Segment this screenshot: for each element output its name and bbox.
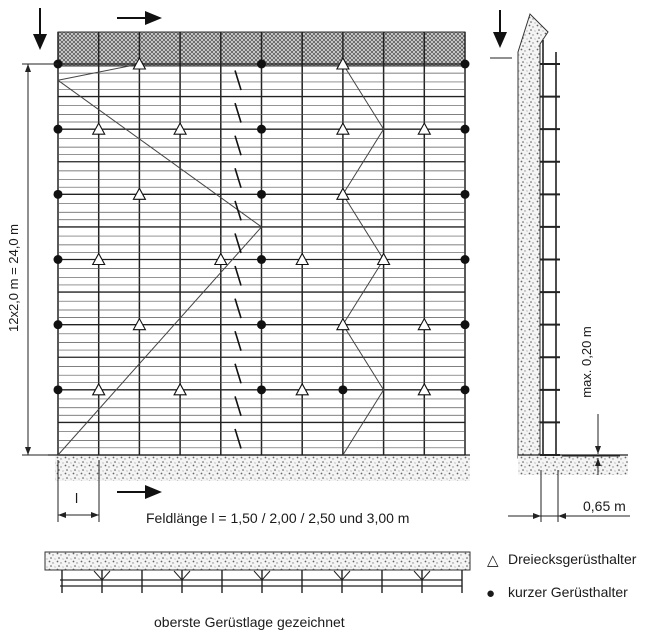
short-anchor-marker — [257, 59, 266, 69]
triangle-anchor-marker — [295, 382, 310, 396]
diagonal-brace — [57, 226, 262, 456]
field-length-caption: Feldlänge l = 1,50 / 2,00 / 2,50 und 3,0… — [146, 510, 409, 526]
triangle-anchor-marker — [173, 382, 188, 396]
triangle-anchor-marker — [335, 187, 350, 200]
short-anchor-marker — [338, 385, 348, 395]
ladder-mark — [234, 102, 242, 123]
short-anchor-marker — [257, 189, 266, 199]
short-anchor-marker — [460, 385, 470, 395]
plan-wall-strip — [44, 551, 471, 571]
short-anchor-marker — [460, 320, 470, 330]
triangle-anchor-marker — [132, 56, 147, 70]
plan-bracket — [253, 570, 271, 581]
triangle-anchor-marker — [91, 252, 106, 266]
diagonal-brace — [342, 63, 385, 130]
triangle-anchor-marker — [213, 252, 228, 266]
height-dimension — [22, 63, 58, 456]
legend-circle-label: kurzer Gerüsthalter — [508, 584, 628, 600]
triangle-anchor-marker — [173, 122, 188, 135]
legend-triangle-label: Dreiecksgerüsthalter — [508, 551, 637, 567]
triangle-anchor-marker — [376, 252, 391, 266]
plan-bracket — [93, 570, 111, 581]
top-layer-plan — [44, 551, 471, 593]
triangle-anchor-marker — [417, 122, 432, 135]
short-anchor-marker — [257, 385, 266, 395]
ladder-mark — [234, 330, 242, 351]
top-arrow-right — [117, 11, 162, 25]
short-anchor-marker — [257, 320, 266, 330]
triangle-anchor-marker — [132, 317, 147, 331]
ladder-mark — [234, 298, 242, 319]
height-dimension-label: 12x2,0 m = 24,0 m — [6, 224, 21, 332]
triangle-anchor-marker — [335, 317, 350, 331]
ladder-mark — [234, 265, 242, 286]
plan-ties — [61, 570, 463, 593]
wall-distance-label: 0,65 m — [583, 498, 626, 514]
legend-circle-icon: ● — [486, 585, 495, 602]
ground-strip — [55, 455, 470, 481]
diagonal-brace — [342, 128, 385, 195]
top-arrow-down — [33, 8, 47, 50]
front-elevation — [48, 31, 470, 481]
diagonal-brace — [342, 324, 385, 391]
short-anchor-marker — [460, 189, 470, 199]
triangle-anchor-marker — [335, 122, 350, 135]
side-ground — [518, 455, 628, 475]
triangle-anchor-marker — [335, 56, 350, 70]
ladder-mark — [234, 70, 242, 91]
short-anchor-marker — [53, 189, 63, 199]
short-anchor-marker — [460, 255, 470, 264]
plan-bracket — [333, 570, 351, 581]
short-anchor-marker — [257, 124, 266, 134]
ladder-mark — [234, 200, 242, 221]
triangle-anchor-marker — [91, 382, 106, 396]
short-anchor-marker — [460, 124, 470, 134]
diagonal-brace — [342, 389, 385, 456]
triangle-anchor-marker — [295, 252, 310, 266]
plan-bracket — [413, 570, 431, 581]
diagonal-brace — [57, 63, 140, 81]
triangle-anchor-marker — [417, 317, 432, 331]
side-ledgers — [540, 63, 560, 456]
bottom-arrow-right — [117, 485, 162, 499]
short-anchor-marker — [53, 255, 63, 264]
short-anchor-marker — [257, 255, 266, 264]
anchor-markers — [53, 56, 470, 396]
short-anchor-marker — [53, 385, 63, 395]
plan-bracket — [173, 570, 191, 581]
ladder-mark — [234, 168, 242, 189]
short-anchor-marker — [53, 124, 63, 134]
diagonal-brace — [342, 194, 385, 260]
ladder-mark — [234, 396, 242, 417]
diagonal-brace — [342, 259, 385, 325]
legend-triangle-icon: △ — [487, 552, 499, 569]
triangle-anchor-marker — [132, 187, 147, 200]
ladder-mark — [234, 428, 242, 449]
ladder-mark — [234, 135, 242, 156]
ladder-mark — [234, 233, 242, 254]
ladder-mark — [234, 363, 242, 384]
diagonal-brace — [57, 79, 262, 228]
triangle-anchor-marker — [91, 122, 106, 135]
short-anchor-marker — [53, 320, 63, 330]
legend: △ Dreiecksgerüsthalter ● kurzer Gerüstha… — [486, 551, 637, 602]
side-view — [490, 10, 630, 522]
max-gap-label: max. 0,20 m — [579, 326, 594, 398]
short-anchor-marker — [460, 59, 470, 69]
triangle-anchor-marker — [417, 382, 432, 396]
scaffold-grid — [57, 32, 466, 456]
field-length-dimension — [57, 460, 100, 522]
top-layer-caption: oberste Gerüstlage gezeichnet — [154, 614, 345, 630]
field-length-symbol: l — [75, 490, 78, 506]
